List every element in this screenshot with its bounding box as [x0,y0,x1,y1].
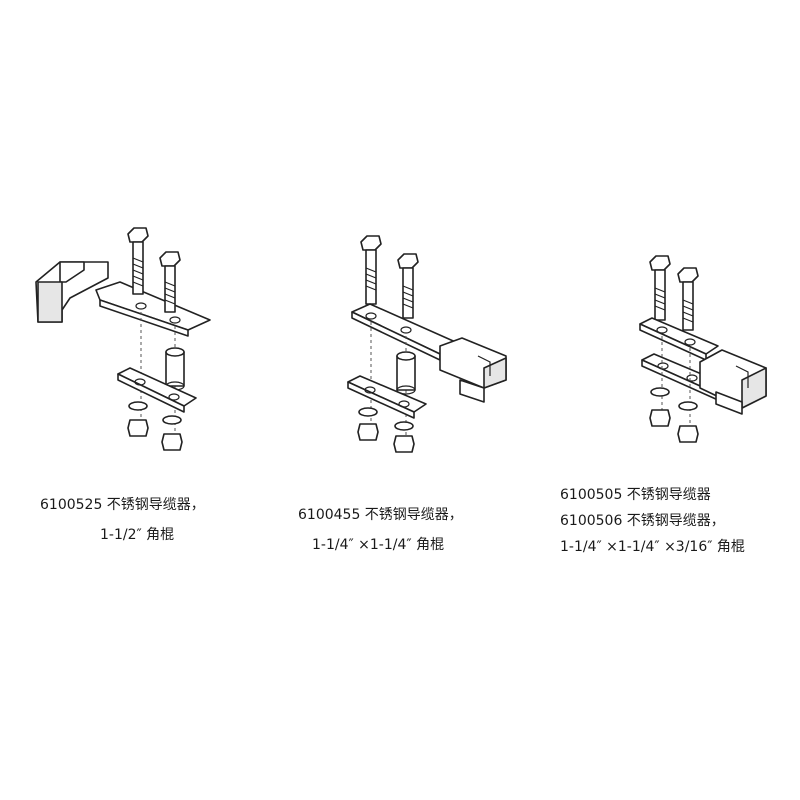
caption-6100455: 6100455 不锈钢导缆器， 1-1/4″ ×1-1/4″ 角棍 [298,506,463,554]
caption-6100525: 6100525 不锈钢导缆器， 1-1/2″ 角棍 [40,496,205,544]
caption-line-1: 6100505 不锈钢导缆器 [560,487,711,503]
bolt-left [127,227,149,295]
long-arm-plate [95,281,211,331]
spacer-tube [165,347,185,391]
caption-line-1: 6100525 不锈钢导缆器， [40,497,205,513]
caption-line-3: 1-1/4″ ×1-1/4″ ×3/16″ 角棍 [560,539,745,555]
clamp-jaw [439,337,507,403]
caption-line-1: 6100455 不锈钢导缆器， [298,507,463,523]
caption-6100505-6100506: 6100505 不锈钢导缆器 6100506 不锈钢导缆器， 1-1/4″ ×1… [560,486,745,556]
bolt-right [677,267,699,331]
assembly-6100525 [35,227,211,451]
clamp-jaw [35,261,109,323]
bolt-right [397,253,419,319]
bolt-left [360,235,382,305]
assembly-6100505-6100506 [639,255,767,443]
caption-line-2: 1-1/4″ ×1-1/4″ 角棍 [312,537,445,553]
clamp-jaw [699,349,767,415]
caption-line-2: 6100506 不锈钢导缆器， [560,513,725,529]
caption-line-2: 1-1/2″ 角棍 [100,527,175,543]
spacer-tube [396,351,416,395]
bolt-right [159,251,181,313]
bolt-left [649,255,671,321]
assembly-6100455 [347,235,507,453]
